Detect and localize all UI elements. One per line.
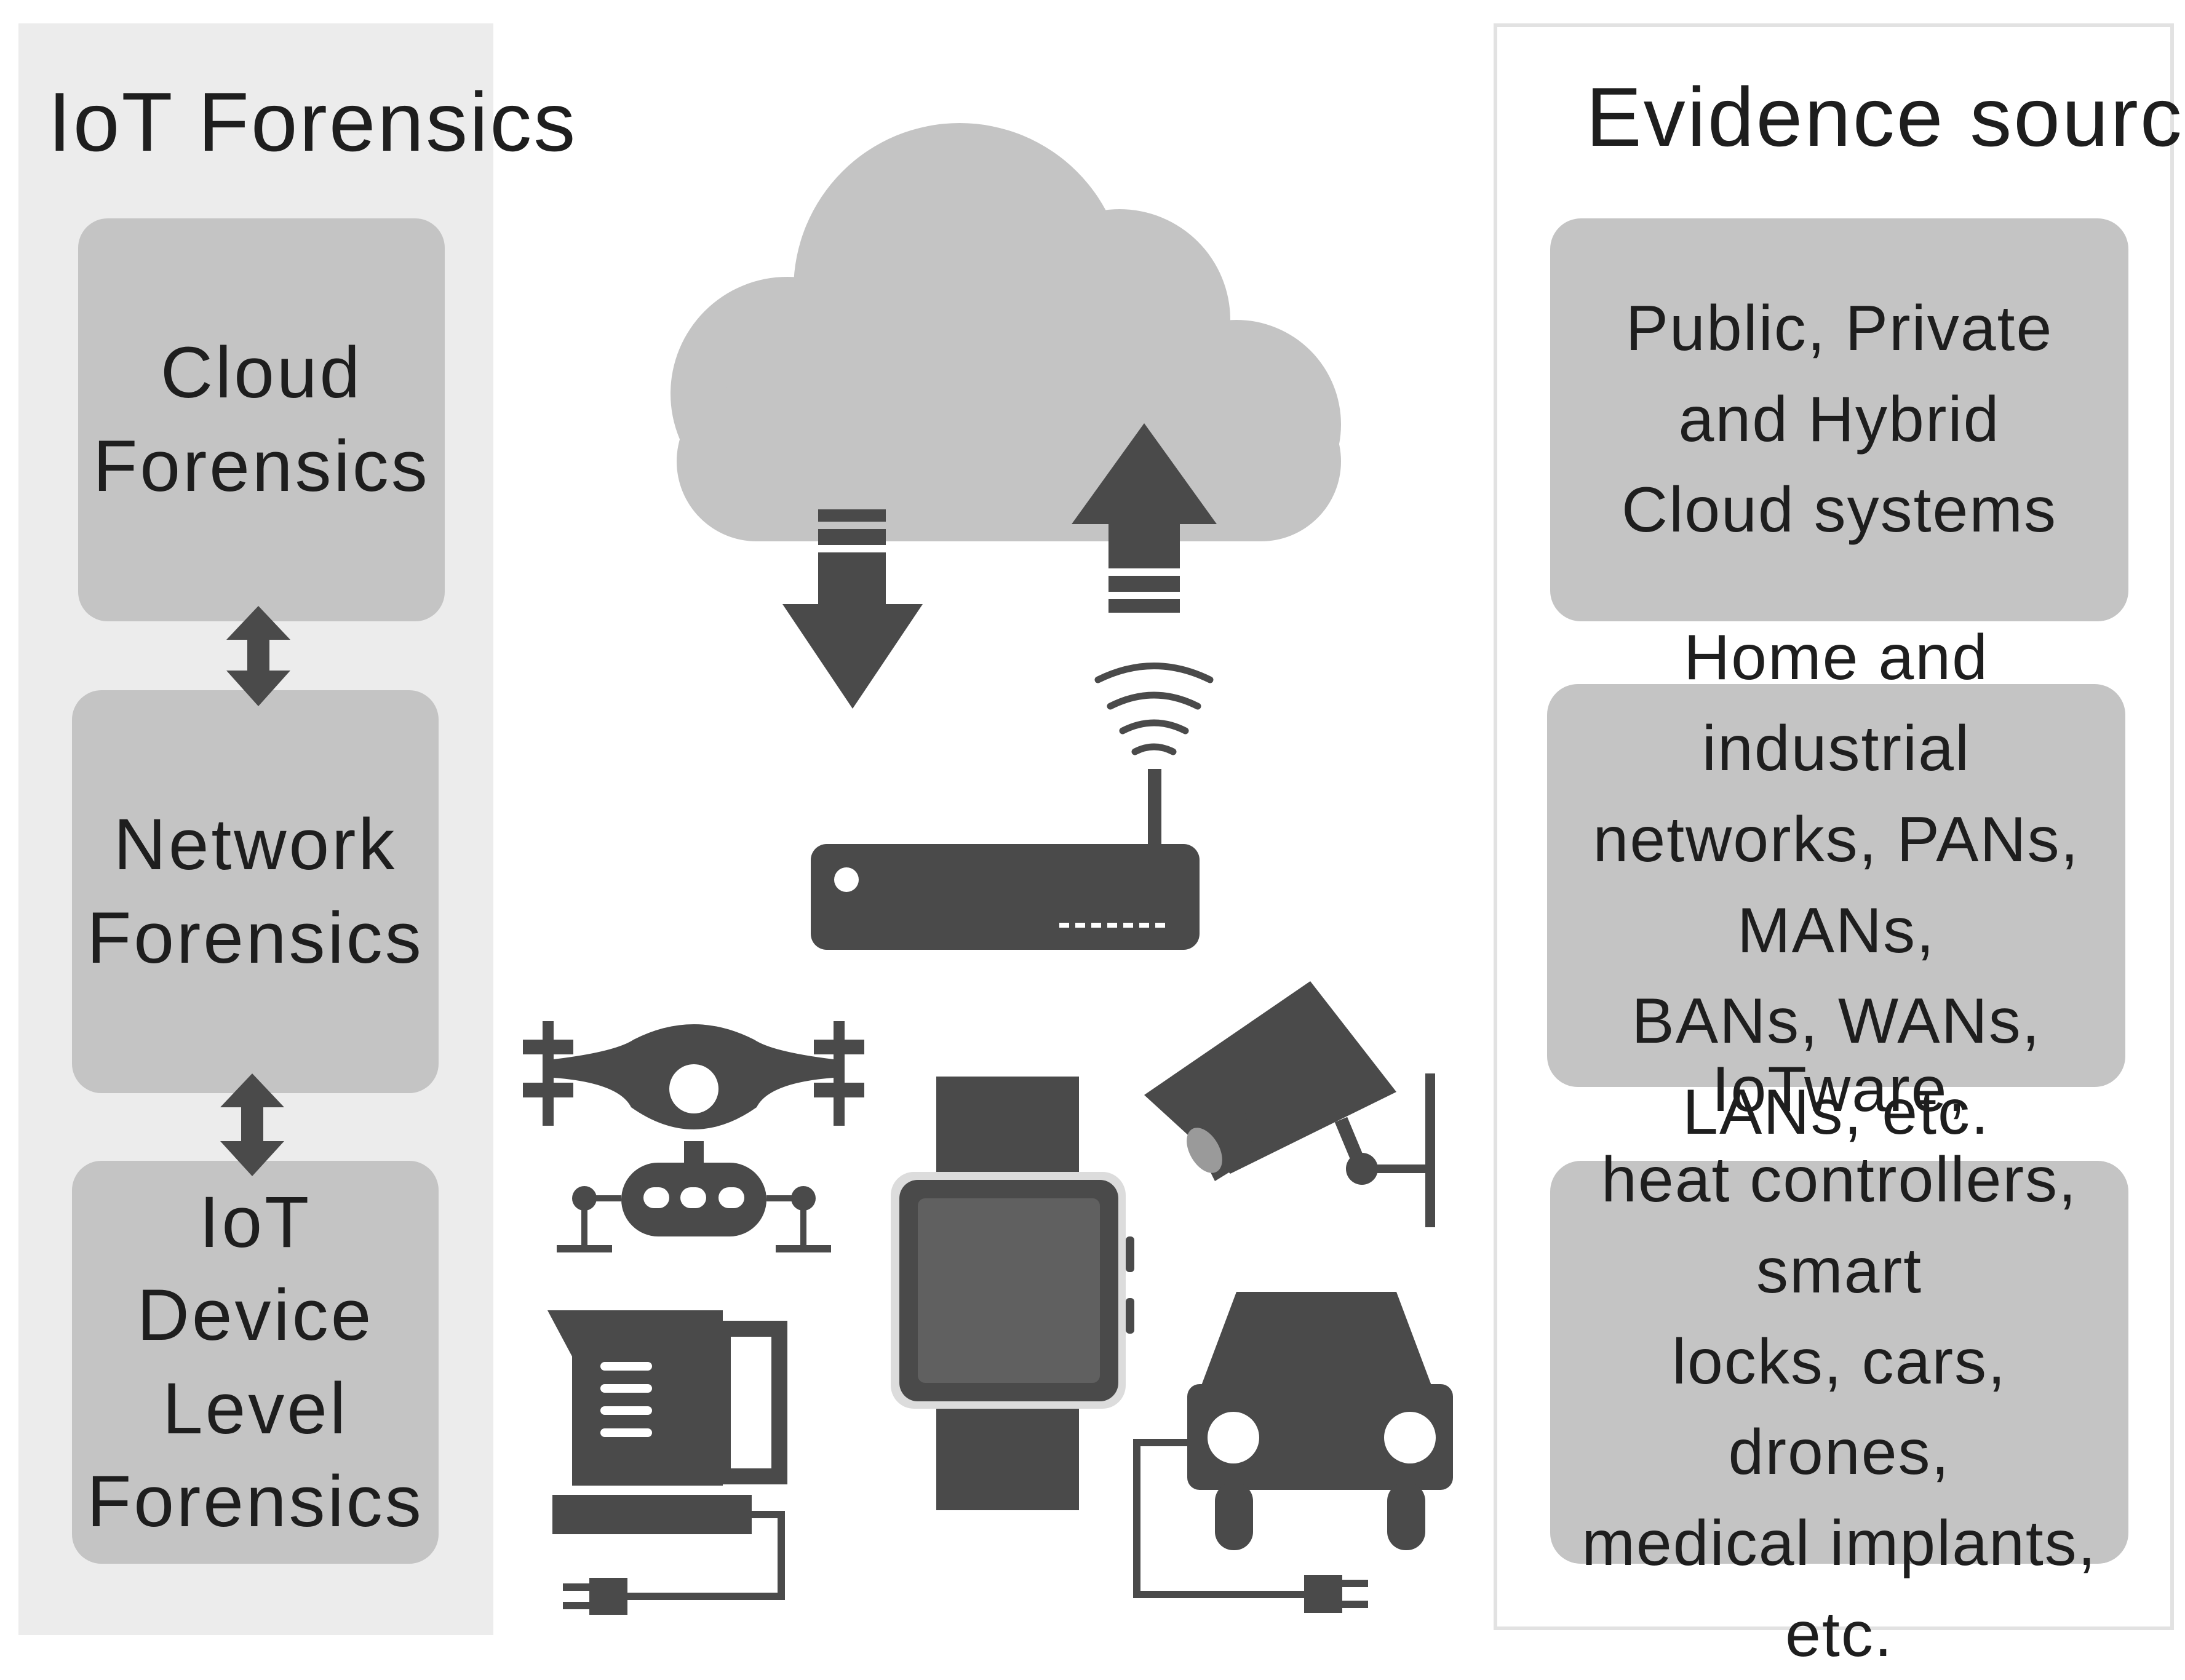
evidence-source-title: Evidence source [1586,70,2185,164]
upload-arrow-icon [1072,423,1217,613]
networks-source-box: Home and industrial networks, PANs, MANs… [1547,622,2125,1148]
drone-icon [523,1021,864,1252]
iot-illustration [220,123,1453,1615]
devices-source-label: IoTware, heat controllers, smart locks, … [1582,1053,2097,1670]
download-arrow-icon [782,509,923,709]
electric-car-icon [1133,1292,1453,1613]
smartwatch-icon [891,1077,1134,1510]
device-level-forensics-box: IoT Device Level Forensics [72,1161,439,1564]
network-forensics-label: Network Forensics [87,804,424,979]
networks-source-label: Home and industrial networks, PANs, MANs… [1593,622,2080,1148]
network-forensics-box: Network Forensics [72,690,439,1093]
cloud-systems-source-label: Public, Private and Hybrid Cloud systems [1622,292,2057,546]
devices-source-box: IoTware, heat controllers, smart locks, … [1550,1054,2128,1670]
cloud-forensics-box: Cloud Forensics [78,218,445,621]
double-arrow-icon [226,606,290,706]
iot-forensics-title: IoT Forensics [48,75,578,169]
cloud-systems-source-box: Public, Private and Hybrid Cloud systems [1550,218,2128,621]
cloud-icon [671,123,1341,541]
kettle-icon [547,1310,787,1615]
router-icon [811,769,1200,950]
cloud-forensics-label: Cloud Forensics [93,332,430,507]
device-level-forensics-label: IoT Device Level Forensics [87,1182,424,1542]
double-arrow-icon [220,1073,284,1176]
security-camera-icon [1144,981,1435,1227]
wifi-signal-icon [1094,663,1214,755]
